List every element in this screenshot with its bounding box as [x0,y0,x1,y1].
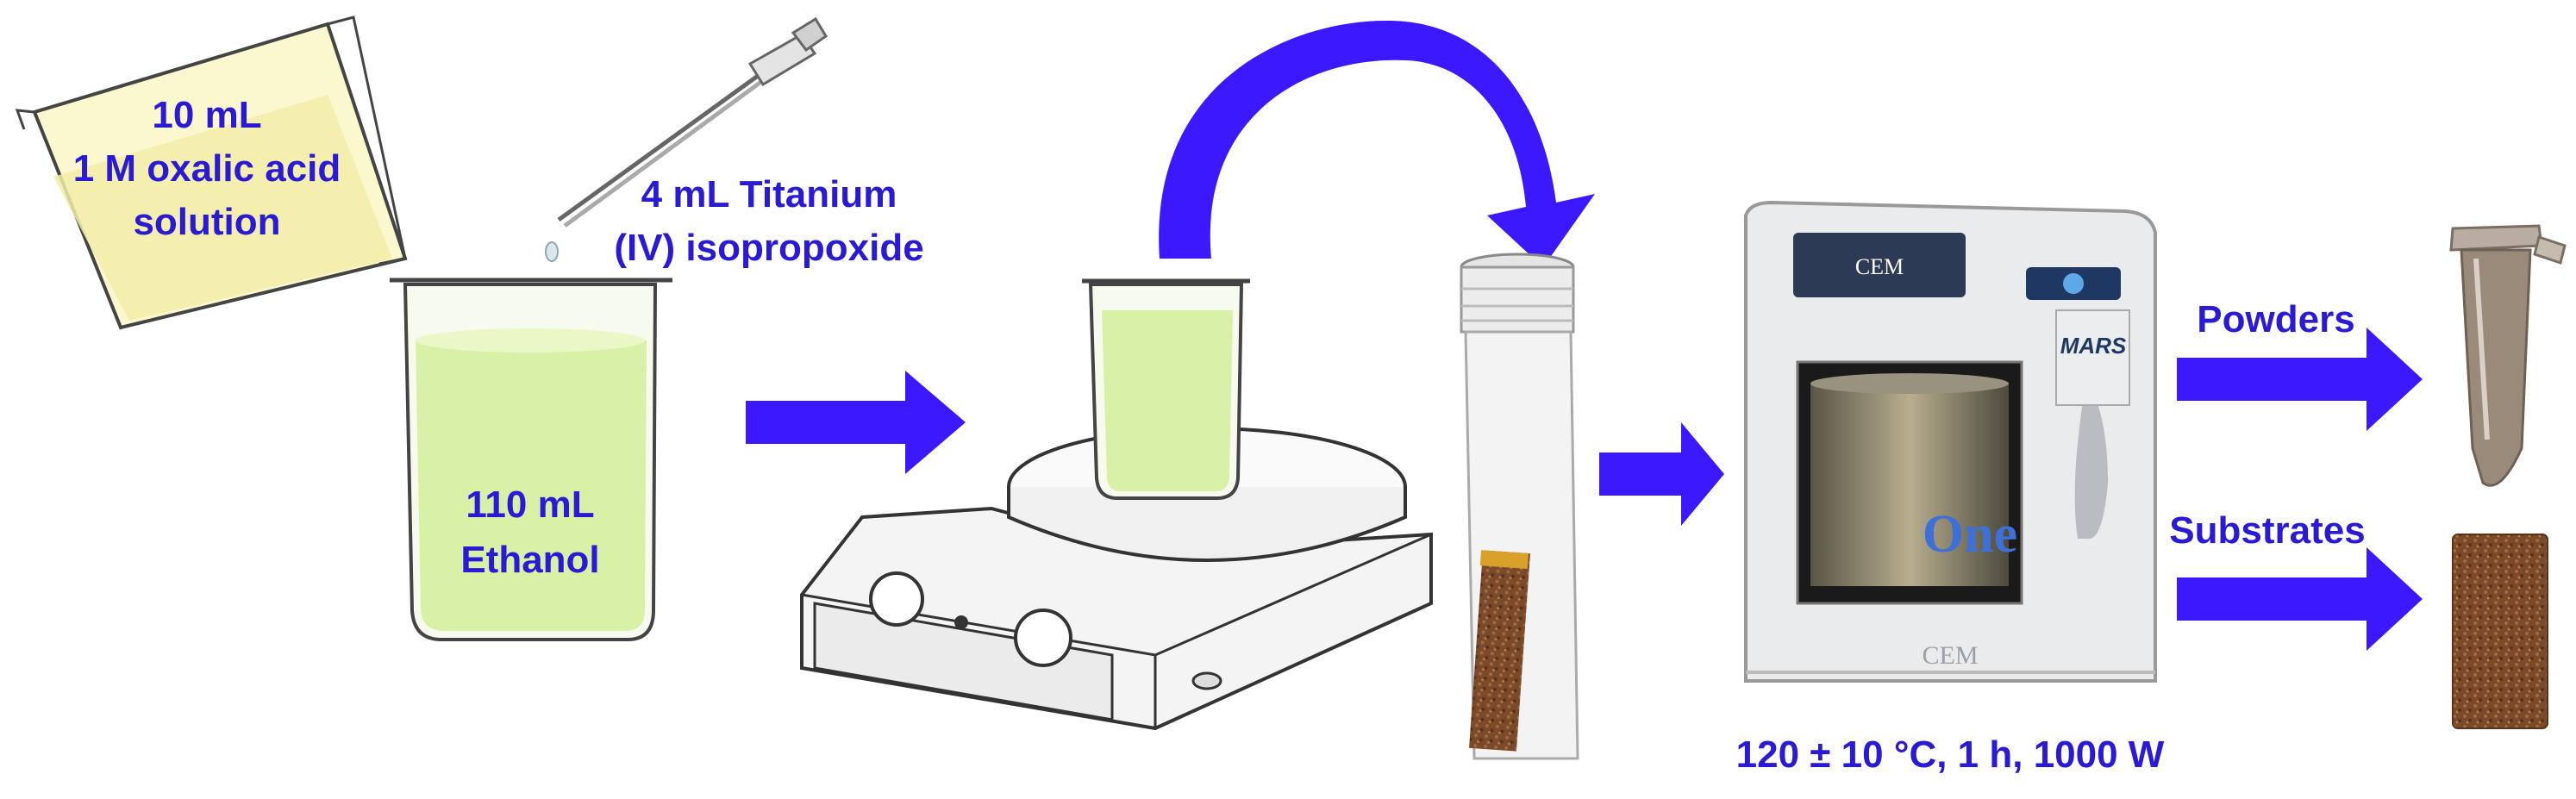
arrow-to-powders [2177,328,2423,431]
substrate-chip-icon [2452,534,2548,729]
pipette-icon [545,16,828,319]
powders-label: Powders [2197,298,2354,340]
microwave-model-label: MARS [2060,333,2127,359]
ethanol-label-line2: Ethanol [460,539,599,581]
titanium-label-line2: (IV) isopropoxide [614,227,923,269]
oxalic-label-line1: 10 mL [152,94,261,136]
vessel-substrate-icon [1469,550,1530,752]
knob-left-icon [869,571,924,627]
arrow-to-microwave [1599,422,1724,526]
arrow-to-stirrer [746,371,966,474]
brand-panel-left [1793,233,1966,297]
substrates-label: Substrates [2169,509,2365,552]
microwave-reactor-icon [1744,200,2157,683]
oxalic-label-line2: 1 M oxalic acid [73,147,341,190]
reaction-vessel-icon [1460,253,1579,760]
curved-transfer-arrow [1159,21,1595,267]
arrow-to-substrates [2177,547,2423,651]
pouring-beaker-icon [15,16,408,330]
titanium-label-line1: 4 mL Titanium [641,173,897,215]
eppendorf-tube-icon [2449,224,2567,487]
hotplate-stirrer-icon [800,427,1433,731]
oxalic-label-line3: solution [133,201,280,243]
microwave-brand-label: CEM [1855,254,1904,279]
microwave-drum-icon [1810,384,2009,586]
microwave-footer-brand: CEM [1922,641,1978,670]
ethanol-label-line1: 110 mL [466,484,594,526]
knob-right-icon [1014,609,1072,667]
conditions-label: 120 ± 10 °C, 1 h, 1000 W [1736,733,2165,776]
ethanol-beaker-icon [390,278,672,641]
microwave-one-label: One [1923,505,2017,564]
stirrer-beaker-icon [1082,278,1250,500]
